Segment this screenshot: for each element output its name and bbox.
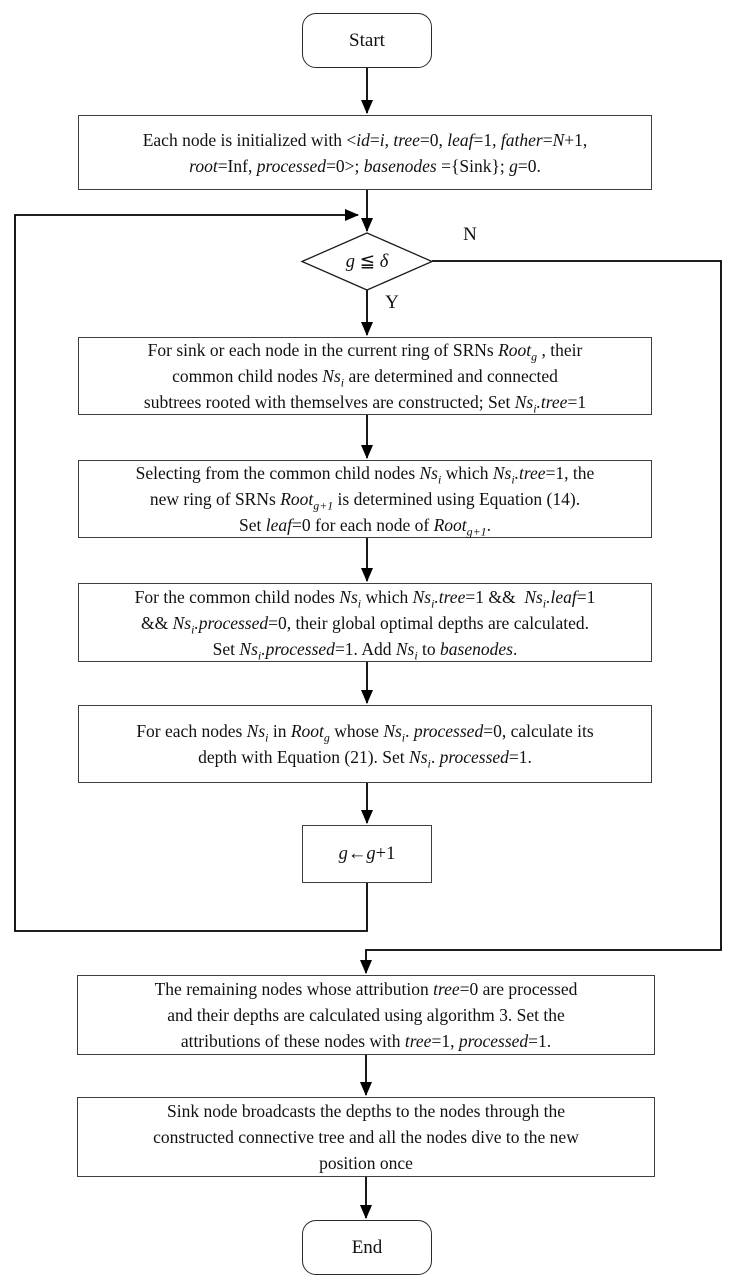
process-box-broadcast: Sink node broadcasts the depths to the n… (77, 1097, 655, 1177)
end-node: End (302, 1220, 432, 1275)
decision-yes-label: Y (385, 292, 399, 313)
decision-no-label: N (463, 224, 477, 245)
process-box-new-ring: Selecting from the common child nodes Ns… (78, 460, 652, 538)
connector-loop-back (14, 209, 368, 932)
process-box-increment-g: g←g+1 (302, 825, 432, 883)
init-process-box: Each node is initialized with <id=i, tre… (78, 115, 652, 190)
start-node: Start (302, 13, 432, 68)
connector-decision-no (360, 260, 722, 974)
process-box-subtrees: For sink or each node in the current rin… (78, 337, 652, 415)
process-box-depth-equation: For each nodes Nsi in Rootg whose Nsi. p… (78, 705, 652, 783)
start-label: Start (349, 29, 385, 51)
decision-diamond-shape (300, 232, 434, 291)
decision-label: g ≦ δ (345, 251, 389, 272)
process-box-remaining-nodes: The remaining nodes whose attribution tr… (77, 975, 655, 1055)
process-box-optimal-depths: For the common child nodes Nsi which Nsi… (78, 583, 652, 662)
end-label: End (351, 1236, 383, 1258)
